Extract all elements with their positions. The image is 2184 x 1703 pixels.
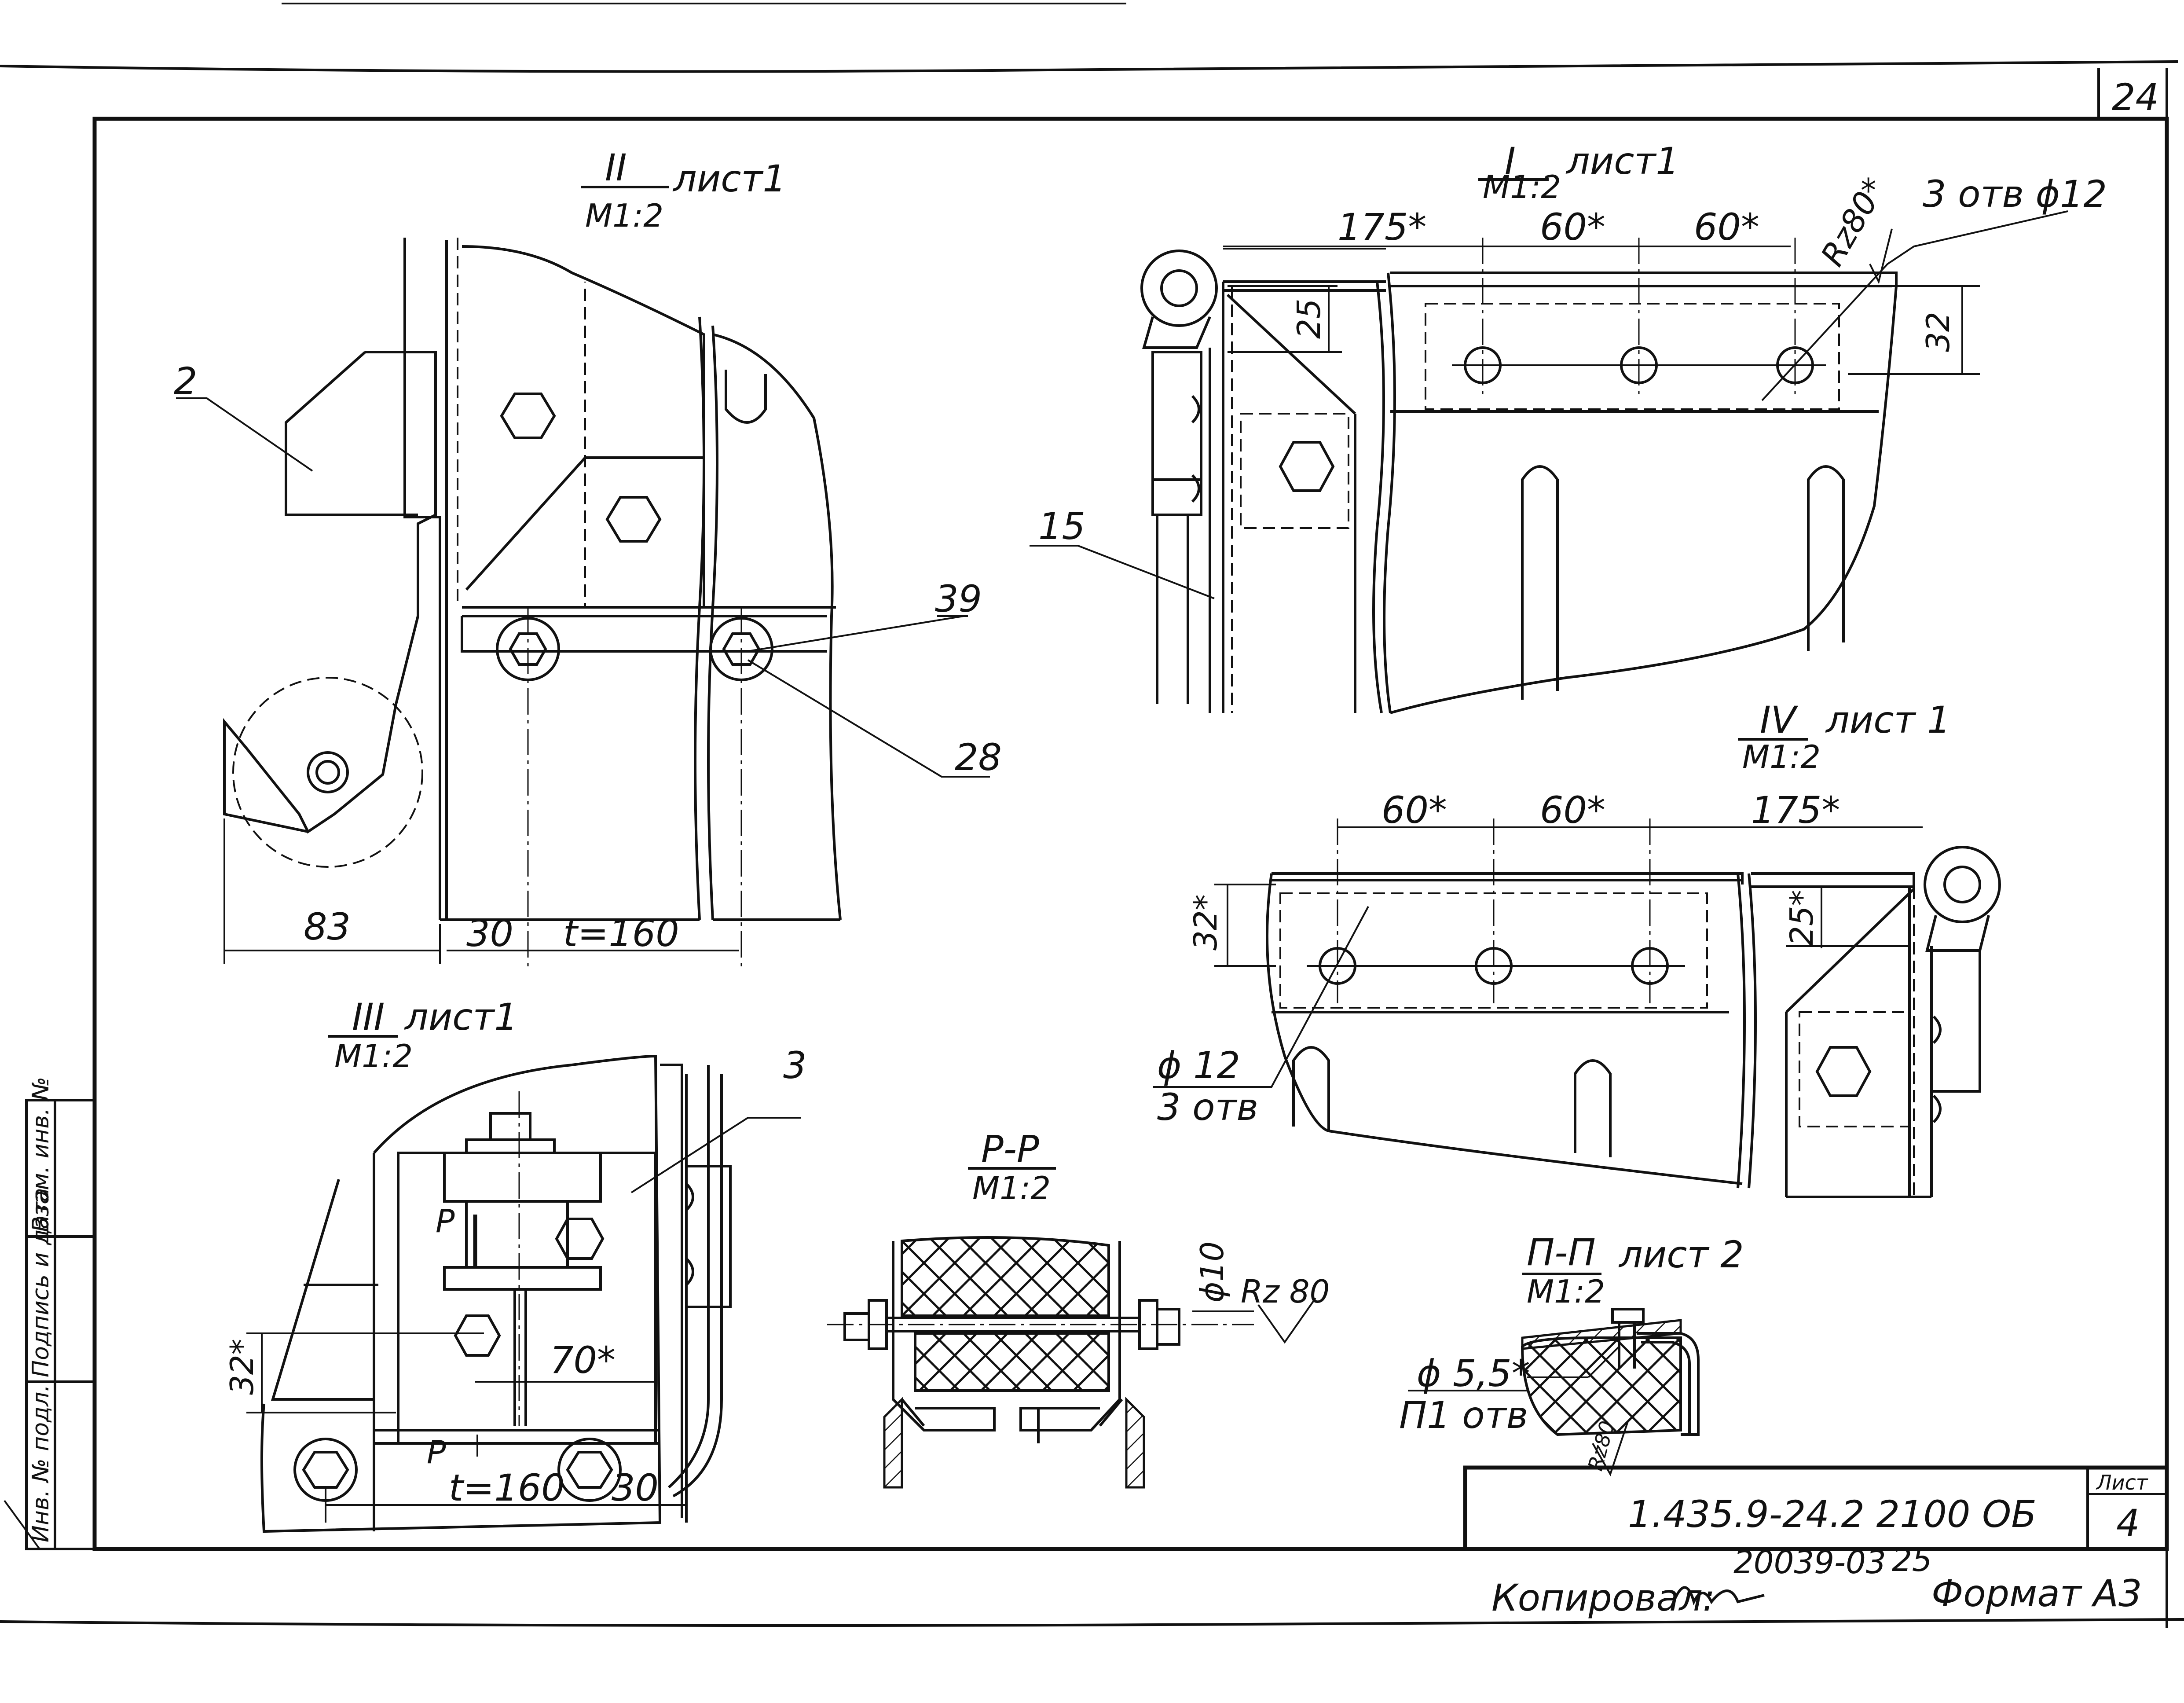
view-II-callout-39: 39	[935, 577, 982, 620]
section-P2-holes: П1 отв	[1399, 1394, 1528, 1437]
section-PP-scale: М1:2	[972, 1170, 1051, 1207]
view-IV-title: IV	[1760, 698, 1799, 741]
view-III-section-mark-top: Р	[436, 1203, 455, 1240]
view-I-scale: М1:2	[1483, 169, 1561, 206]
sheet-frame	[0, 3, 2184, 1628]
view-IV-holes-dia: ϕ 12	[1157, 1044, 1240, 1087]
view-I-dim-60a: 60*	[1540, 206, 1605, 249]
view-I-dim-25: 25	[1290, 298, 1327, 339]
view-I-holes: 3 отв ϕ12	[1923, 173, 2107, 216]
drawing-code: 1.435.9-24.2 2100 ОБ	[1628, 1493, 2037, 1536]
format-label: Формат А3	[1931, 1572, 2142, 1615]
view-II-sheet-ref: лист1	[672, 157, 786, 200]
view-III-dim-32: 32*	[224, 1339, 260, 1395]
view-I-callout-15: 15	[1038, 505, 1085, 548]
view-IV-dim-175: 175*	[1751, 789, 1840, 832]
view-IV-dim-60a: 60*	[1381, 789, 1447, 832]
section-P2-title: П-П	[1527, 1231, 1596, 1274]
view-II-dim-30: 30	[466, 912, 513, 955]
view-III	[246, 1035, 801, 1533]
copied-by-label: Копировал:	[1491, 1576, 1715, 1619]
view-I-sheet-ref: лист1	[1565, 139, 1679, 183]
section-P2	[1408, 1273, 1700, 1476]
stamp-vzam-inv: Взам. инв. №	[28, 1077, 54, 1232]
view-IV-dim-32: 32*	[1187, 894, 1224, 951]
view-IV-dim-60b: 60*	[1540, 789, 1605, 832]
copier-signature	[1671, 1586, 1765, 1607]
view-III-title: III	[352, 995, 385, 1039]
view-IV-holes-count: 3 отв	[1157, 1086, 1258, 1129]
view-II-title: II	[605, 146, 627, 189]
view-IV-sheet-ref: лист 1	[1825, 698, 1951, 741]
view-II-callout-28: 28	[955, 736, 1002, 779]
side-stamp: Инв. № подл. Подпись и дата Взам. инв. №	[25, 1077, 96, 1550]
view-III-callout-3: 3	[783, 1044, 806, 1087]
view-II-callout-2: 2	[174, 360, 197, 403]
view-II	[176, 186, 990, 968]
view-III-dim-pitch: t=160	[449, 1466, 565, 1509]
view-I-dim-32: 32	[1920, 312, 1957, 352]
stamp-inv-podl: Инв. № подл.	[28, 1384, 54, 1542]
stamp-signature-date: Подпись и дата	[28, 1188, 54, 1377]
page-number: 24	[2112, 76, 2159, 119]
title-block	[1463, 1465, 2169, 1551]
view-IV-dim-25: 25*	[1783, 890, 1820, 946]
sheet-list-label: Лист	[2096, 1471, 2148, 1494]
view-I	[1030, 178, 2068, 714]
section-PP-roughness: Rz 80	[1241, 1273, 1330, 1310]
order-number: 20039-03	[1733, 1544, 1886, 1581]
order-suffix: 25	[1892, 1542, 1932, 1578]
section-PP-dia: ϕ10	[1194, 1241, 1231, 1303]
view-II-dim-pitch: t=160	[563, 912, 679, 955]
view-I-title: I	[1505, 139, 1516, 183]
view-III-dim-30: 30	[612, 1466, 659, 1509]
section-P2-sheet-ref: лист 2	[1618, 1233, 1744, 1276]
view-III-sheet-ref: лист1	[404, 995, 518, 1039]
view-I-dim-175: 175*	[1338, 206, 1426, 249]
view-IV-scale: М1:2	[1742, 738, 1821, 775]
view-II-dim-83: 83	[304, 905, 351, 948]
section-PP-title: Р-Р	[981, 1127, 1039, 1171]
view-I-roughness: Rz80*	[1814, 172, 1893, 272]
section-P2-dia: ϕ 5,5*	[1417, 1352, 1530, 1395]
section-P2-scale: М1:2	[1527, 1273, 1605, 1310]
view-I-dim-60b: 60*	[1694, 206, 1759, 249]
view-II-scale: М1:2	[585, 197, 663, 234]
view-III-scale: М1:2	[334, 1038, 413, 1075]
view-IV	[1153, 738, 2001, 1198]
view-III-section-mark-bottom: Р	[427, 1434, 446, 1471]
section-PP	[827, 1167, 1316, 1489]
sheet-list-number: 4	[2116, 1501, 2140, 1545]
view-III-dim-70: 70*	[550, 1339, 616, 1382]
